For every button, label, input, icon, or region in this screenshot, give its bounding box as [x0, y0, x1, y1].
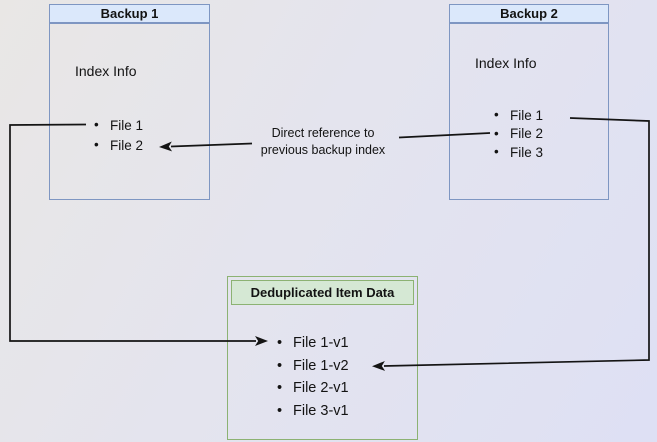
backup1-title: Backup 1: [100, 6, 159, 21]
list-item: • File 1-v2: [277, 357, 349, 374]
backup1-title-bar: Backup 1: [49, 4, 210, 23]
file-label: File 1: [510, 107, 544, 123]
backup1-file-list: • File 1 • File 2: [94, 115, 143, 155]
item-label: File 2-v1: [293, 380, 349, 397]
backup2-title-bar: Backup 2: [449, 4, 609, 23]
item-label: File 1-v2: [293, 357, 349, 374]
backup2-index-info-label: Index Info: [475, 55, 537, 71]
list-item: • File 1: [494, 107, 544, 123]
backup1-index-info-label: Index Info: [75, 63, 137, 79]
file-label: File 2: [510, 126, 544, 142]
dedup-title: Deduplicated Item Data: [250, 285, 395, 300]
file-label: File 2: [110, 137, 144, 153]
item-label: File 1-v1: [293, 335, 349, 352]
list-item: • File 2: [94, 137, 144, 153]
item-label: File 3-v1: [293, 402, 349, 419]
backup2-title: Backup 2: [500, 6, 558, 21]
backup2-file-list: • File 1 • File 2 • File 3: [494, 106, 543, 162]
backup1-body: [49, 23, 210, 200]
list-item: • File 3: [494, 144, 544, 160]
list-item: • File 1-v1: [277, 335, 349, 352]
dedup-item-list: • File 1-v1 • File 1-v2 • File 2-v1 • Fi…: [277, 332, 349, 422]
direct-reference-edge-label: Direct reference to previous backup inde…: [238, 125, 408, 158]
dedup-box: Deduplicated Item Data: [227, 276, 418, 440]
file-label: File 1: [110, 117, 144, 133]
list-item: • File 2-v1: [277, 380, 349, 397]
list-item: • File 3-v1: [277, 402, 349, 419]
edge-label-line2: previous backup index: [260, 142, 386, 157]
dedup-title-bar: Deduplicated Item Data: [231, 280, 414, 305]
file-label: File 3: [510, 144, 544, 160]
list-item: • File 1: [94, 117, 144, 133]
list-item: • File 2: [494, 125, 544, 142]
edge-label-line1: Direct reference to: [271, 126, 375, 140]
